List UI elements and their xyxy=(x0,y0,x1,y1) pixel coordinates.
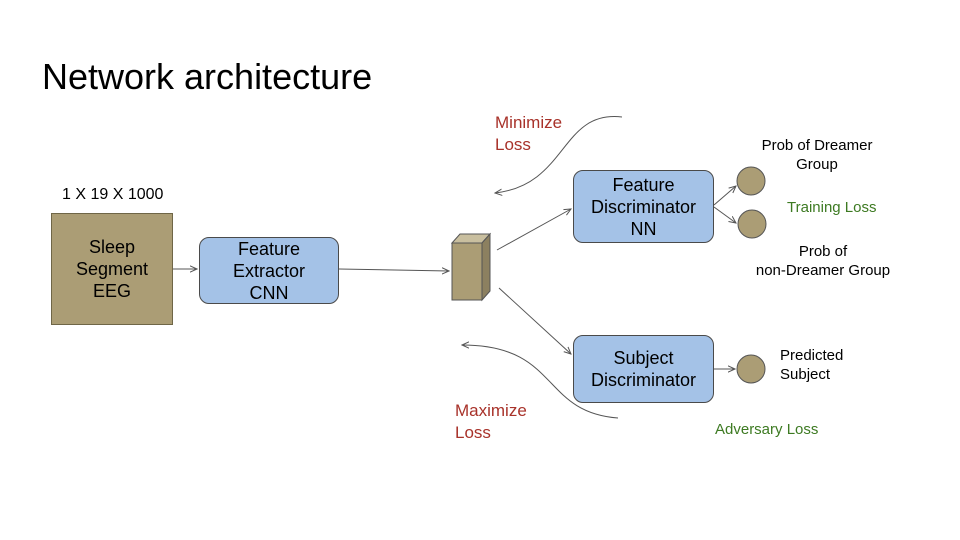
subject-discriminator-box: Subject Discriminator xyxy=(573,335,714,403)
arrow-to-prob-dreamer xyxy=(713,186,736,206)
prob-non-dreamer-label: Prob of non-Dreamer Group xyxy=(755,243,891,279)
arrow-to-prob-non-dreamer xyxy=(713,206,736,223)
arrow-feature-to-feature-discriminator xyxy=(496,209,571,251)
eeg-input-box: Sleep Segment EEG xyxy=(51,213,173,325)
input-dimensions-label: 1 X 19 X 1000 xyxy=(62,186,164,203)
predicted-subject-label: Predicted Subject xyxy=(780,347,844,383)
adversary-loss-label: Adversary Loss xyxy=(715,421,819,438)
feature-extractor-box: Feature Extractor CNN xyxy=(199,237,339,304)
output-node-dreamer xyxy=(736,166,766,196)
feature-discriminator-box: Feature Discriminator NN xyxy=(573,170,714,243)
arrow-feature-to-subject-discriminator xyxy=(498,287,571,354)
minimize-loss-label: Minimize Loss xyxy=(495,113,563,154)
page-title: Network architecture xyxy=(42,56,373,97)
maximize-loss-label: Maximize Loss xyxy=(455,401,527,442)
maximize-loss-curve xyxy=(462,345,619,419)
output-node-subject xyxy=(736,354,766,384)
prob-dreamer-label: Prob of Dreamer Group xyxy=(761,137,873,173)
training-loss-label: Training Loss xyxy=(787,199,877,216)
output-node-non-dreamer xyxy=(737,209,767,239)
minimize-loss-curve xyxy=(495,116,623,193)
arrow-extractor-to-feature xyxy=(338,269,449,271)
feature-vector-cube xyxy=(450,232,492,302)
